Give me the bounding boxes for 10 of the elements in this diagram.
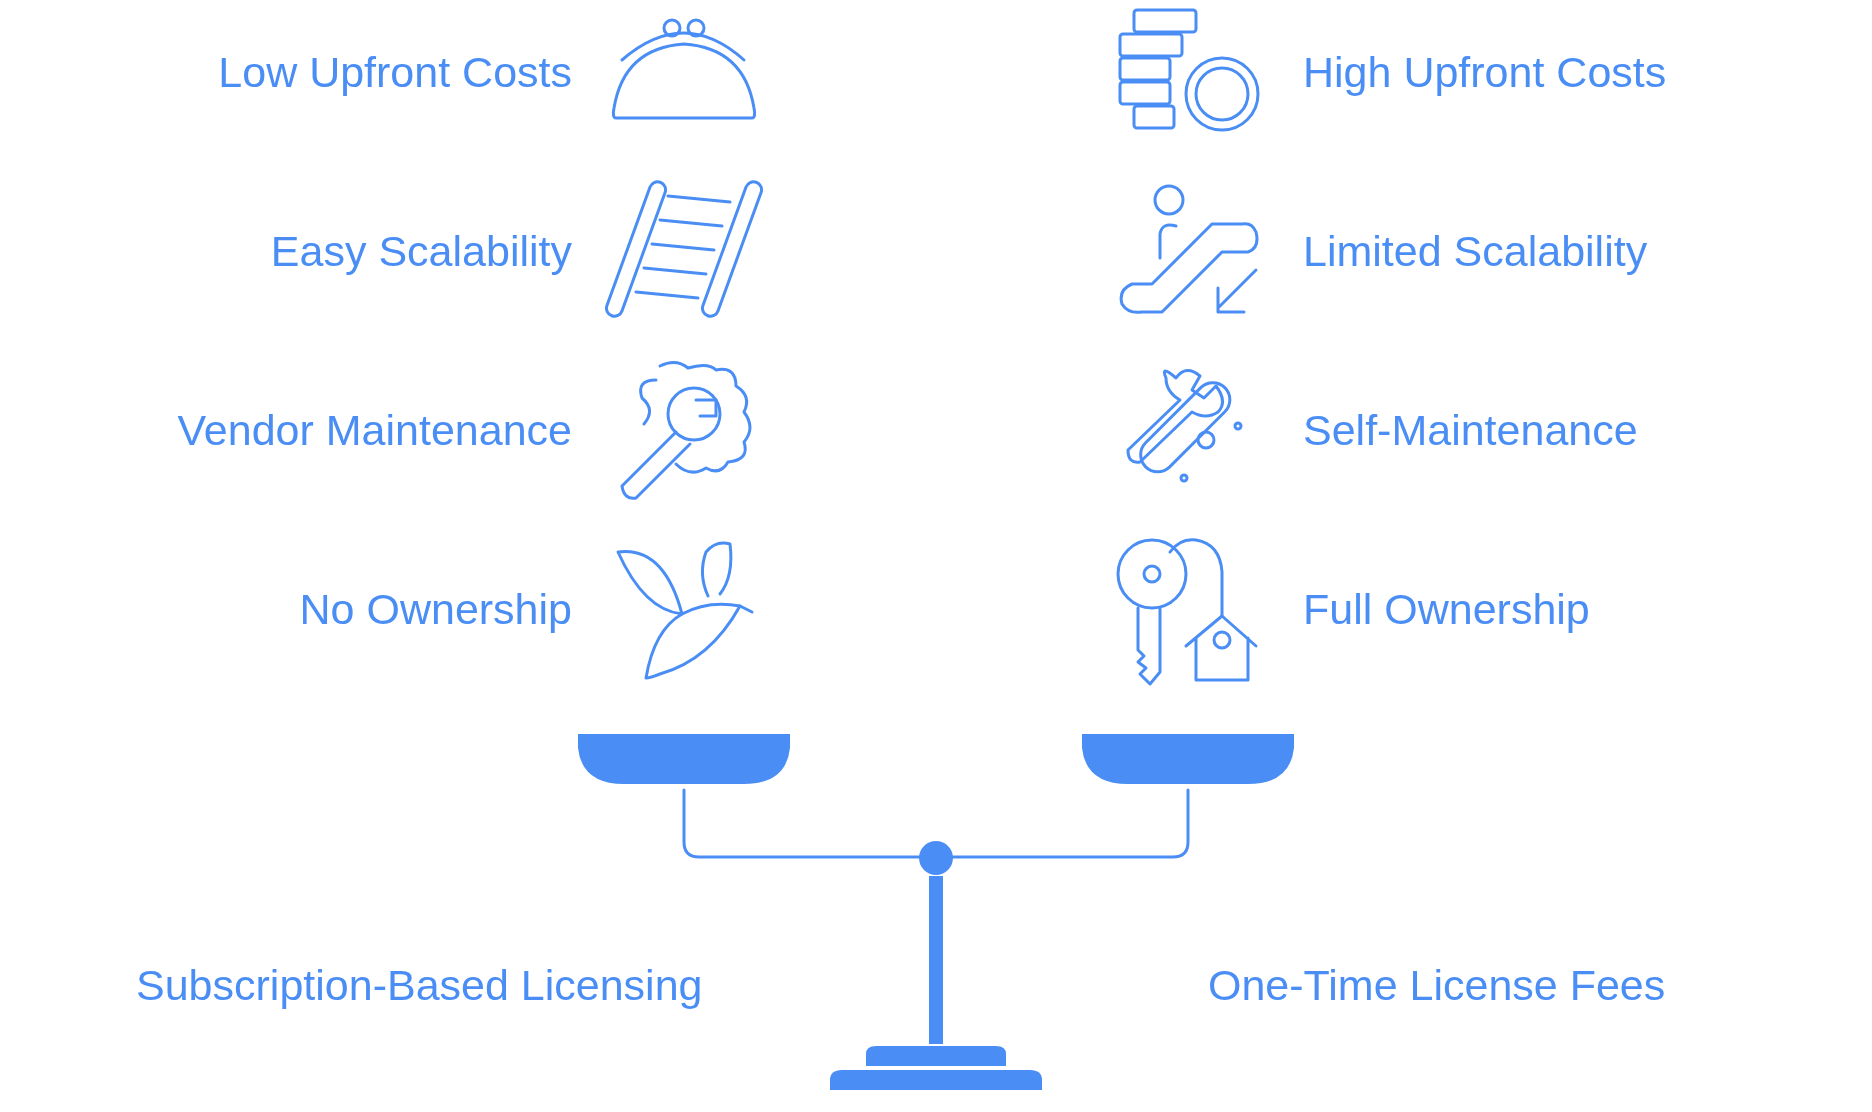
- ownership-label: Full Ownership: [1303, 584, 1590, 635]
- scalability-label: Easy Scalability: [270, 226, 572, 277]
- maintenance-label: Self-Maintenance: [1303, 405, 1638, 456]
- maintenance-label: Vendor Maintenance: [177, 405, 572, 456]
- scalability-label: Limited Scalability: [1303, 226, 1648, 277]
- option-label: One-Time License Fees: [1208, 960, 1666, 1011]
- cost-label: Low Upfront Costs: [218, 47, 572, 98]
- option-label: Subscription-Based Licensing: [136, 960, 703, 1011]
- cost-label: High Upfront Costs: [1303, 47, 1667, 98]
- ownership-label: No Ownership: [299, 584, 572, 635]
